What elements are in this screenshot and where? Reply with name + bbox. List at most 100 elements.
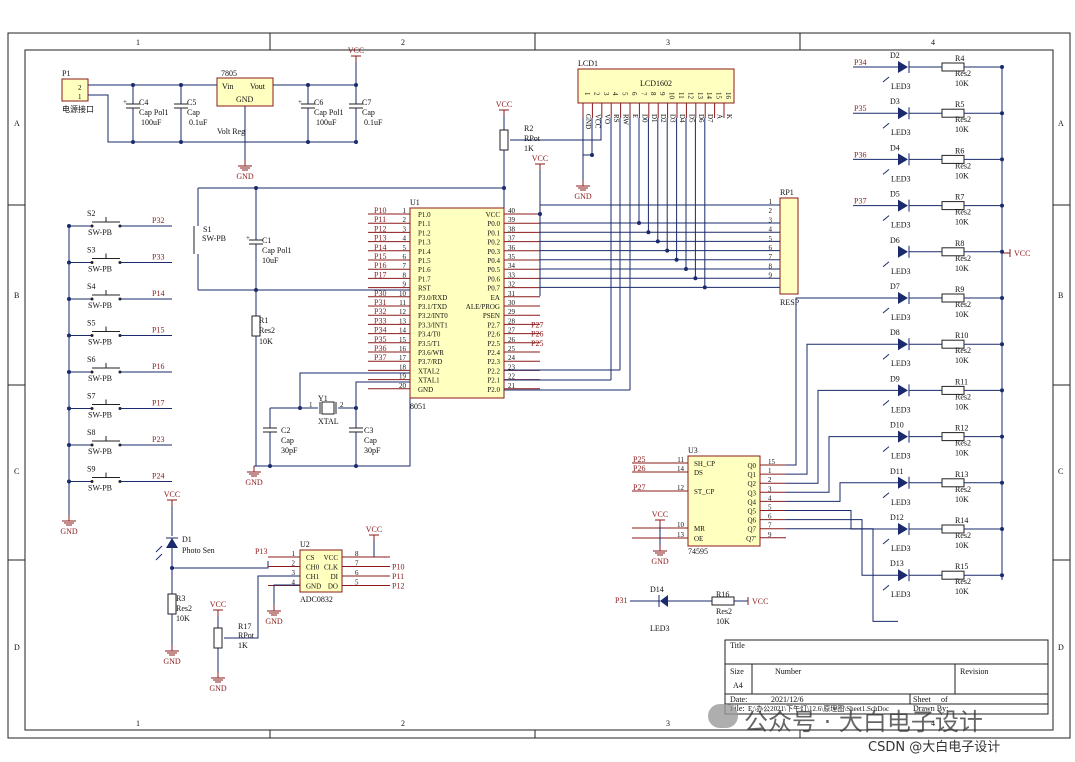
junction xyxy=(1000,157,1004,162)
tb-date: Date: xyxy=(730,695,747,704)
mcu-pin-num: 8 xyxy=(403,271,407,279)
d1-ref: D1 xyxy=(182,535,192,544)
junction xyxy=(1000,296,1004,300)
lcd-pin-label: D6 xyxy=(697,114,705,123)
mcu-pin-name: P1.2 xyxy=(418,229,431,237)
mcu-pin-num: 33 xyxy=(508,271,516,279)
c2-type: Cap xyxy=(281,436,294,445)
r17-ref: R17 xyxy=(238,622,251,631)
led-type: LED3 xyxy=(891,590,911,599)
junction xyxy=(67,443,71,447)
inner-frame xyxy=(24,49,1054,731)
gnd-label: GND xyxy=(574,192,592,201)
light-arrow xyxy=(155,545,163,553)
rp1-pin: 3 xyxy=(769,216,773,224)
mcu-pin-num: 12 xyxy=(399,308,407,316)
gnd-label: GND xyxy=(163,657,181,666)
col-label: 2 xyxy=(401,719,405,728)
switch-type: SW-PB xyxy=(88,338,112,347)
adc-body xyxy=(299,549,343,593)
led-arrow xyxy=(882,122,890,129)
led-arrow xyxy=(882,584,890,591)
res-val: 10K xyxy=(955,264,969,273)
led-symbol xyxy=(898,153,908,166)
res-val: 10K xyxy=(955,125,969,134)
rp1-pin: 2 xyxy=(769,207,773,215)
res-ref: R8 xyxy=(955,239,964,248)
mcu-net: P12 xyxy=(374,224,386,233)
rp1-pin: 8 xyxy=(769,262,773,270)
lcd-pin-num: 8 xyxy=(649,92,657,96)
mcu-pin-name: GND xyxy=(418,386,433,394)
adc-pin-num: 7 xyxy=(355,560,359,568)
switch-type: SW-PB xyxy=(88,265,112,274)
led-type: LED3 xyxy=(891,174,911,183)
mcu-net: P33 xyxy=(374,316,386,325)
vcc-label: VCC xyxy=(348,46,364,55)
mcu-net: P26 xyxy=(531,330,543,339)
junction xyxy=(502,186,506,190)
led-arrow xyxy=(882,353,890,360)
res-val: 10K xyxy=(955,495,969,504)
s1-type: SW-PB xyxy=(202,234,226,243)
mcu-pin-num: 20 xyxy=(399,382,407,390)
mcu-net: P11 xyxy=(374,215,386,224)
led-type: LED3 xyxy=(891,82,911,91)
rp1-pin: 6 xyxy=(769,244,773,252)
junction xyxy=(1000,480,1004,485)
junction xyxy=(131,140,135,144)
mcu-pin-name: P0.5 xyxy=(487,266,500,274)
led-ref: D11 xyxy=(890,467,903,476)
row-label: C xyxy=(1058,467,1063,476)
adc-pin-num: 8 xyxy=(355,550,359,558)
lcd-pin-num: 5 xyxy=(621,92,629,96)
lcd-pin-num: 9 xyxy=(658,92,666,96)
y1-ref: Y1 xyxy=(318,394,328,403)
u7805-body xyxy=(216,77,274,107)
led-ref: D6 xyxy=(890,236,900,245)
mcu-pin-name: P1.4 xyxy=(418,248,431,256)
mcu-pin-name: ALE/PROG xyxy=(466,303,500,311)
switch-type: SW-PB xyxy=(88,484,112,493)
res-ref: R13 xyxy=(955,470,968,479)
junction xyxy=(67,333,71,338)
cap-ref: C7 xyxy=(362,98,371,107)
y1-pin: 2 xyxy=(340,401,344,409)
reg-gnd: GND xyxy=(236,95,254,104)
led-ref: D13 xyxy=(890,559,904,568)
res-ref: R4 xyxy=(955,54,964,63)
mcu-pin-num: 22 xyxy=(508,373,516,381)
p1-pin: 1 xyxy=(78,93,82,101)
junction xyxy=(1000,342,1004,347)
res-type: Res2 xyxy=(955,115,971,124)
mcu-pin-name: RST xyxy=(418,285,432,293)
adc-net: P12 xyxy=(392,582,404,591)
reg-vout: Vout xyxy=(250,82,266,91)
wire xyxy=(786,436,898,493)
adc-net: P11 xyxy=(392,572,404,581)
vcc-label: VCC xyxy=(1014,249,1030,258)
d14-type: LED3 xyxy=(650,624,670,633)
mcu-pin-name: P2.4 xyxy=(487,349,500,357)
mcu-ref: U1 xyxy=(410,198,420,207)
junction xyxy=(684,267,688,271)
led-type: LED3 xyxy=(891,452,911,461)
mcu-net: P36 xyxy=(374,344,386,353)
cap-ref: C6 xyxy=(314,98,323,107)
res-type: Res2 xyxy=(955,577,971,586)
junction xyxy=(1000,573,1004,578)
c3-val: 30pF xyxy=(364,446,381,455)
lcd-pin-label: VO xyxy=(603,114,611,124)
junction xyxy=(1000,65,1004,69)
switch-type: SW-PB xyxy=(88,374,112,383)
res-type: Res2 xyxy=(955,254,971,263)
mcu-pin-num: 25 xyxy=(508,345,516,353)
led-symbol xyxy=(898,338,908,351)
wire xyxy=(254,391,411,467)
junction xyxy=(538,212,542,216)
reg-vin: Vin xyxy=(222,82,234,91)
junction xyxy=(179,83,183,87)
mcu-pin-name: P3.0/RXD xyxy=(418,294,447,302)
junction xyxy=(170,566,174,570)
led-arrow xyxy=(882,261,890,268)
